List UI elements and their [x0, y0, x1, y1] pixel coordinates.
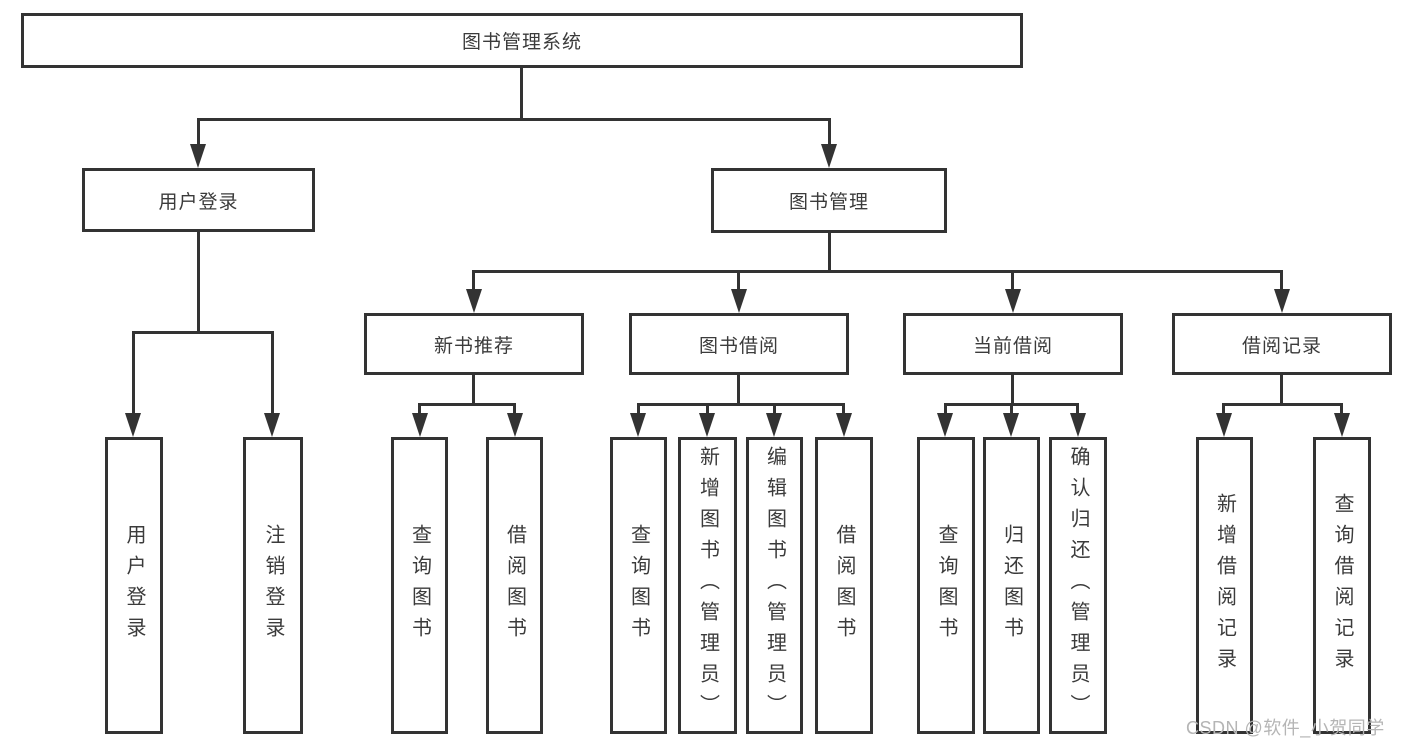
connector-line — [828, 118, 831, 146]
node-borrow-records-label: 借阅记录 — [1241, 335, 1322, 357]
connector-line — [472, 375, 475, 405]
arrow-down-icon — [1274, 289, 1290, 313]
leaf-label: 查询图书 — [935, 523, 957, 648]
arrow-down-icon — [821, 144, 837, 168]
connector-line — [737, 270, 740, 291]
connector-line — [418, 403, 421, 415]
connector-line — [637, 403, 640, 415]
node-root-label: 图书管理系统 — [461, 32, 582, 53]
arrow-down-icon — [836, 413, 852, 437]
leaf-label: 用户登录 — [123, 523, 145, 648]
node-leaf-edit-books-admin: 编辑图书（管理员） — [746, 437, 803, 734]
node-book-borrow-label: 图书借阅 — [698, 335, 779, 357]
leaf-label: 新增借阅记录 — [1213, 492, 1236, 679]
connector-line — [828, 233, 831, 272]
connector-line — [271, 331, 274, 415]
node-book-management: 图书管理 — [711, 168, 947, 233]
connector-line — [1223, 403, 1343, 406]
leaf-label: 借阅图书 — [833, 523, 855, 648]
arrow-down-icon — [630, 413, 646, 437]
arrow-down-icon — [466, 289, 482, 313]
node-current-borrow-label: 当前借阅 — [972, 335, 1053, 357]
node-leaf-add-borrow-record: 新增借阅记录 — [1196, 437, 1253, 734]
arrow-down-icon — [699, 413, 715, 437]
connector-line — [1011, 270, 1014, 291]
node-leaf-query-books-2: 查询图书 — [610, 437, 667, 734]
node-leaf-query-borrow-record: 查询借阅记录 — [1313, 437, 1371, 734]
node-borrow-records: 借阅记录 — [1172, 313, 1392, 375]
leaf-label: 归还图书 — [1000, 523, 1023, 648]
connector-line — [197, 118, 831, 121]
connector-line — [1011, 375, 1014, 405]
connector-line — [1280, 375, 1283, 405]
arrow-down-icon — [412, 413, 428, 437]
connector-line — [472, 270, 1283, 273]
leaf-label: 查询图书 — [627, 523, 650, 648]
leaf-label: 编辑图书（管理员） — [763, 446, 786, 725]
leaf-label: 确认归还（管理员） — [1067, 446, 1089, 725]
csdn-watermark: CSDN @软件_小贺同学 — [1186, 718, 1385, 738]
connector-line — [472, 270, 475, 291]
connector-line — [132, 331, 135, 415]
leaf-label: 查询借阅记录 — [1331, 492, 1353, 679]
node-new-book-recommend: 新书推荐 — [364, 313, 584, 375]
leaf-label: 借阅图书 — [503, 523, 526, 648]
connector-line — [132, 331, 274, 334]
arrow-down-icon — [264, 413, 280, 437]
arrow-down-icon — [1216, 413, 1232, 437]
node-book-management-label: 图书管理 — [788, 192, 869, 213]
arrow-down-icon — [1005, 289, 1021, 313]
node-leaf-borrow-books-2: 借阅图书 — [815, 437, 873, 734]
connector-line — [513, 403, 516, 415]
leaf-label: 注销登录 — [262, 523, 284, 648]
connector-line — [197, 232, 200, 333]
leaf-label: 查询图书 — [408, 523, 431, 648]
arrow-down-icon — [507, 413, 523, 437]
node-book-borrow: 图书借阅 — [629, 313, 849, 375]
connector-line — [1340, 403, 1343, 415]
node-leaf-add-books-admin: 新增图书（管理员） — [678, 437, 737, 734]
leaf-label: 新增图书（管理员） — [696, 446, 719, 725]
arrow-down-icon — [1334, 413, 1350, 437]
connector-line — [1280, 270, 1283, 291]
arrow-down-icon — [766, 413, 782, 437]
node-leaf-borrow-books-1: 借阅图书 — [486, 437, 543, 734]
connector-line — [706, 403, 709, 415]
connector-line — [773, 403, 776, 415]
arrow-down-icon — [937, 413, 953, 437]
connector-line — [842, 403, 845, 415]
node-leaf-user-login: 用户登录 — [105, 437, 163, 734]
connector-line — [1076, 403, 1079, 415]
connector-line — [1222, 403, 1225, 415]
node-leaf-return-books: 归还图书 — [983, 437, 1040, 734]
node-user-login: 用户登录 — [82, 168, 315, 232]
node-root: 图书管理系统 — [21, 13, 1023, 68]
connector-line — [520, 68, 523, 120]
connector-line — [1010, 403, 1013, 415]
arrow-down-icon — [125, 413, 141, 437]
arrow-down-icon — [1070, 413, 1086, 437]
node-leaf-query-books-3: 查询图书 — [917, 437, 975, 734]
node-current-borrow: 当前借阅 — [903, 313, 1123, 375]
connector-line — [737, 375, 740, 405]
connector-line — [944, 403, 947, 415]
node-leaf-logout: 注销登录 — [243, 437, 303, 734]
node-user-login-label: 用户登录 — [158, 191, 239, 213]
node-leaf-confirm-return-admin: 确认归还（管理员） — [1049, 437, 1107, 734]
connector-line — [418, 403, 516, 406]
arrow-down-icon — [190, 144, 206, 168]
arrow-down-icon — [1003, 413, 1019, 437]
arrow-down-icon — [731, 289, 747, 313]
node-leaf-query-books-1: 查询图书 — [391, 437, 448, 734]
connector-line — [197, 118, 200, 146]
node-new-book-recommend-label: 新书推荐 — [433, 335, 514, 357]
connector-line — [637, 403, 845, 406]
